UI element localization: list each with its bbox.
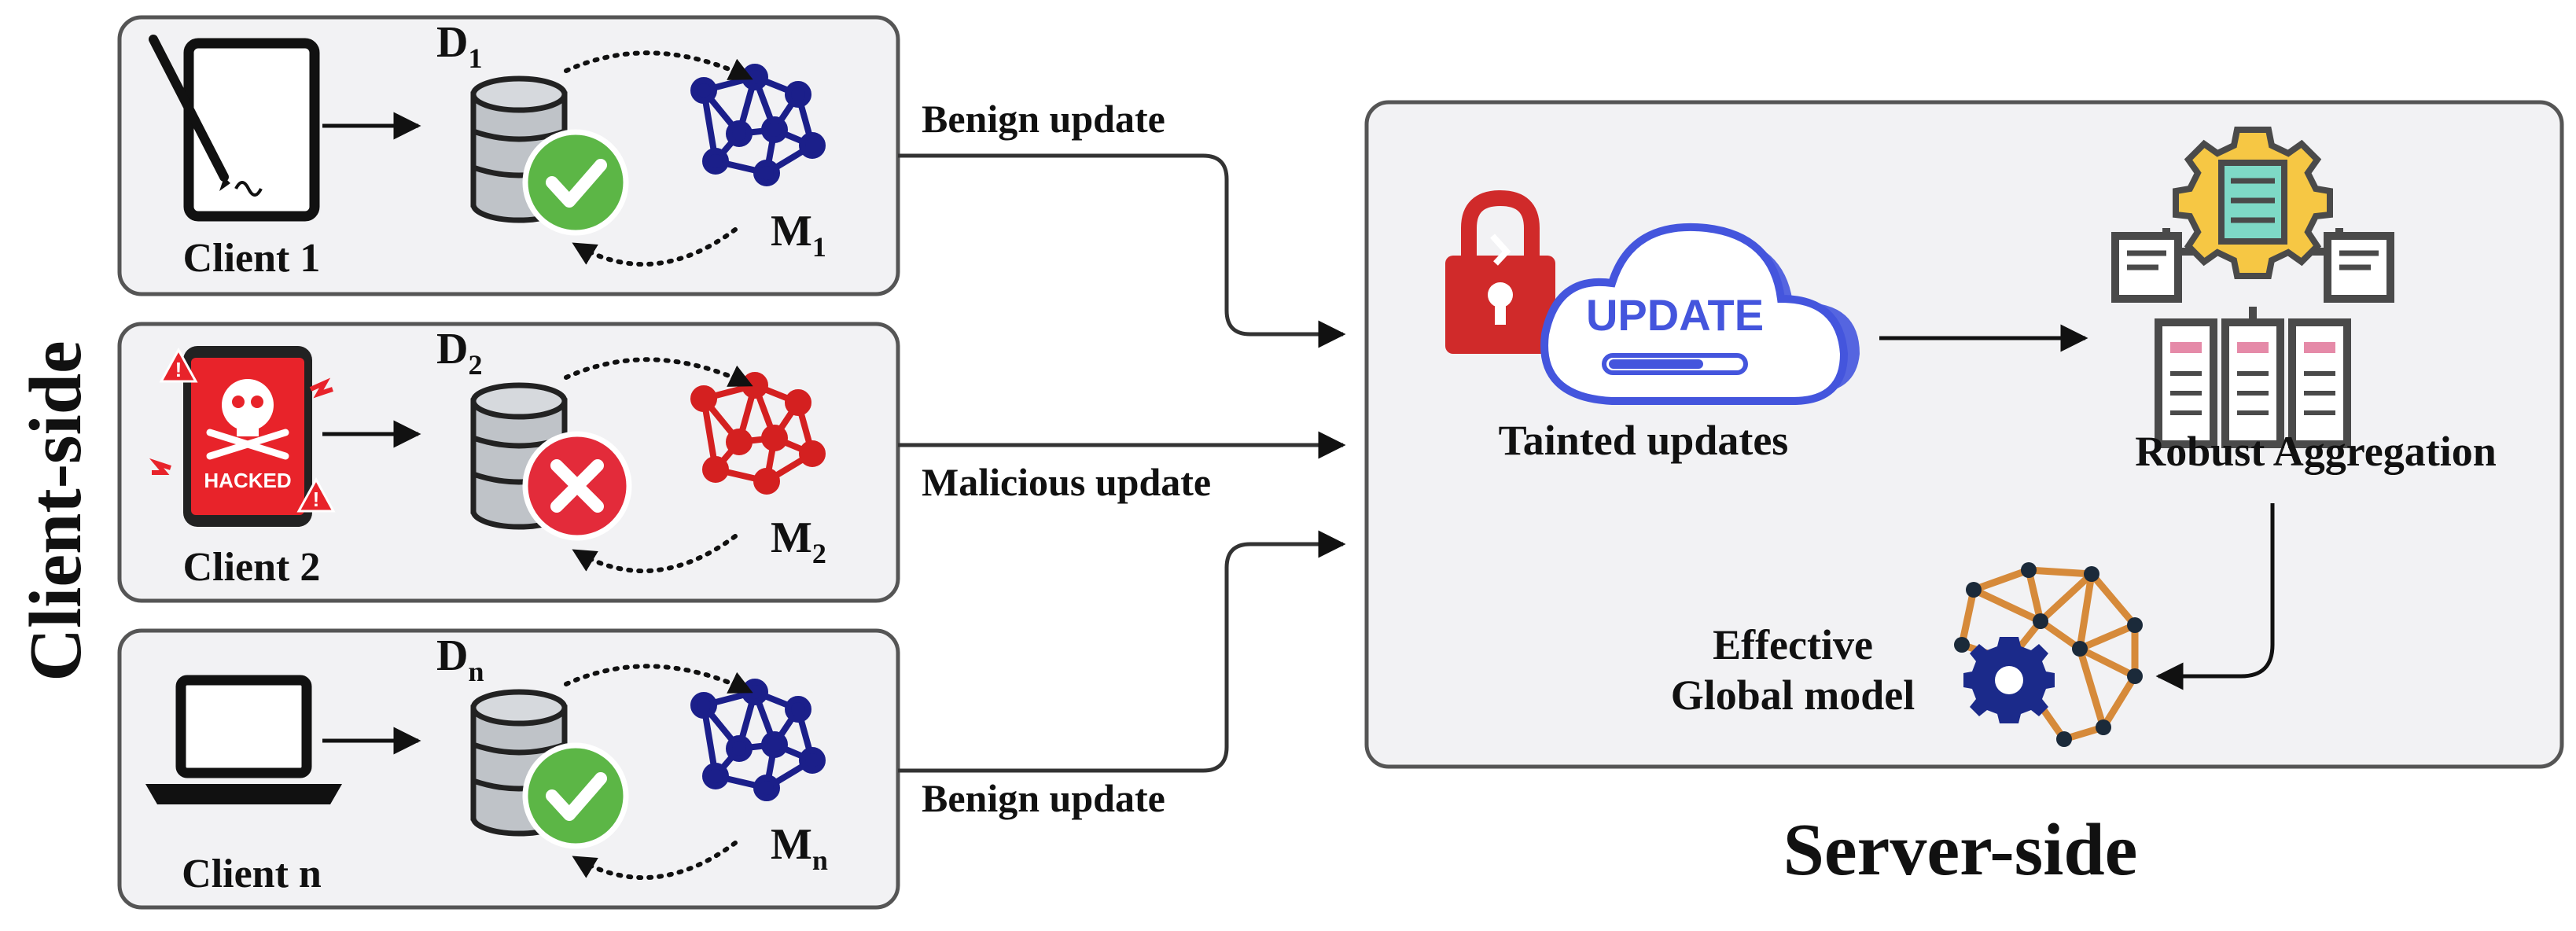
aggregation-server-icon xyxy=(2111,127,2394,448)
dataset-label: D2 xyxy=(436,325,482,381)
client-name: Client 1 xyxy=(183,236,321,281)
dataset-label: Dn xyxy=(436,631,484,687)
svg-text:!: ! xyxy=(313,488,320,511)
padlock-icon xyxy=(1445,190,1555,354)
laptop-icon xyxy=(145,675,342,804)
update-label: Benign update xyxy=(922,97,1165,141)
cloud-update-icon: UPDATE xyxy=(1540,223,1860,405)
update-label: Benign update xyxy=(922,776,1165,820)
check-icon xyxy=(522,742,629,849)
tablet-icon xyxy=(149,35,320,222)
cross-icon xyxy=(522,431,632,541)
model-label: M2 xyxy=(771,513,826,569)
model-label: Mn xyxy=(771,820,828,876)
model-label: M1 xyxy=(771,207,826,263)
check-icon xyxy=(522,129,629,236)
gear-icon xyxy=(1963,637,2055,723)
tainted-updates-label: Tainted updates xyxy=(1499,417,1789,464)
global-model-label-line1: Effective xyxy=(1713,621,1873,668)
dataset-label: D1 xyxy=(436,18,482,74)
cloud-update-badge: UPDATE xyxy=(1586,290,1764,340)
global-model-brain-icon xyxy=(1954,562,2143,747)
robust-aggregation-label: Robust Aggregation xyxy=(2135,428,2497,475)
svg-text:!: ! xyxy=(175,358,182,381)
client-name: Client 2 xyxy=(183,545,321,590)
server-side-label: Server-side xyxy=(1783,809,2138,891)
hacked-badge: HACKED xyxy=(204,469,291,492)
warning-icon: ! ! xyxy=(159,347,336,513)
update-label: Malicious update xyxy=(922,460,1211,504)
client-side-label: Client-side xyxy=(15,340,97,681)
client-name: Client n xyxy=(182,852,322,896)
hacked-phone-icon: HACKED ! ! xyxy=(149,346,336,527)
global-model-label-line2: Global model xyxy=(1671,672,1915,719)
